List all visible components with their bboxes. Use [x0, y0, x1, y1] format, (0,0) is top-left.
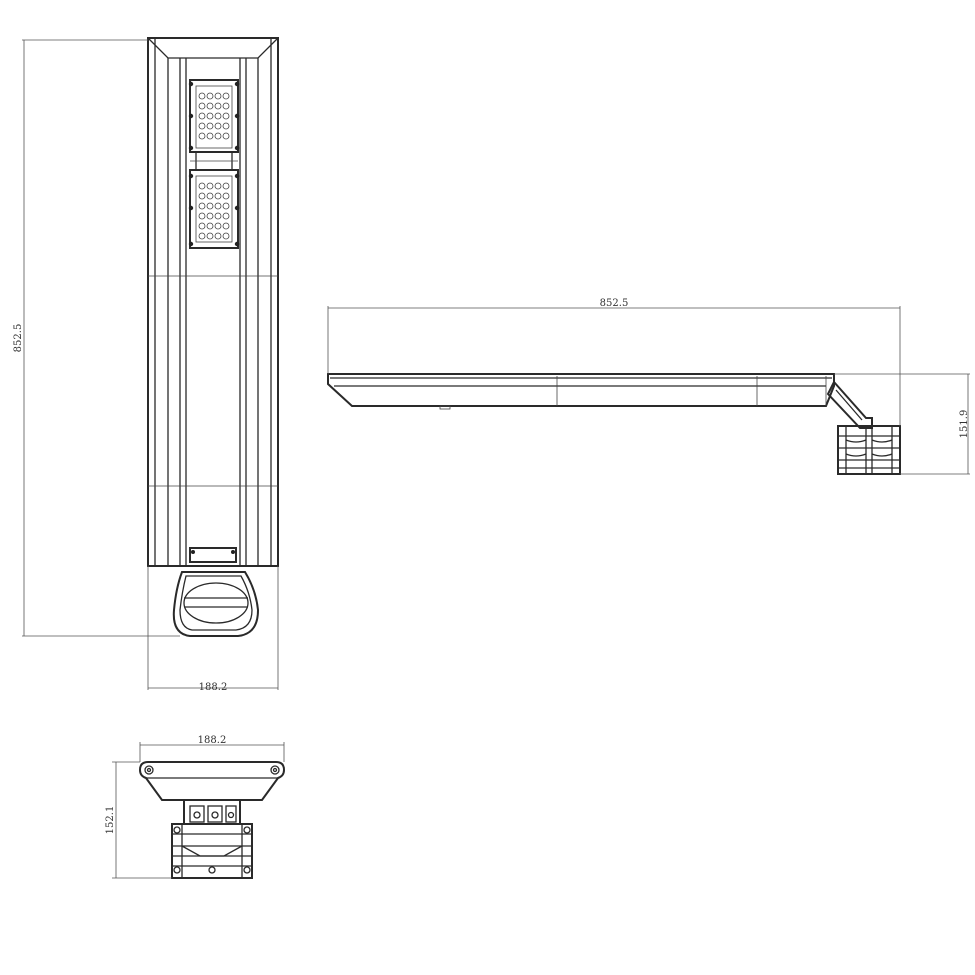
dimension-side-view-length: 852.5	[327, 298, 901, 426]
dimension-top-view-width: 188.2	[147, 566, 279, 693]
end-view: 188.2 152.1	[105, 735, 286, 879]
pole-mount-top	[172, 571, 260, 637]
dimension-side-view-height: 151.9	[834, 373, 970, 475]
dimension-end-view-height: 152.1	[105, 761, 172, 879]
led-module-lower	[188, 169, 240, 249]
led-grid-lower	[198, 182, 230, 240]
dimension-end-view-width: 188.2	[139, 735, 285, 762]
pole-clamp-end	[171, 823, 253, 879]
top-view: 852.5 188.2	[13, 37, 279, 693]
led-grid-upper	[198, 92, 230, 140]
dimension-label-152: 152.1	[105, 806, 116, 835]
dimension-label-188-end: 188.2	[198, 735, 227, 746]
pole-clamp-side	[837, 425, 901, 475]
dimension-label-151: 151.9	[959, 410, 970, 439]
dimension-label-852-horizontal: 852.5	[600, 298, 629, 309]
dimension-label-188-top: 188.2	[199, 682, 228, 693]
side-view: 852.5 151.9	[327, 298, 970, 475]
dimension-label-852-vertical: 852.5	[13, 324, 24, 353]
dimension-top-view-length: 852.5	[13, 39, 180, 637]
led-module-upper	[188, 79, 240, 153]
